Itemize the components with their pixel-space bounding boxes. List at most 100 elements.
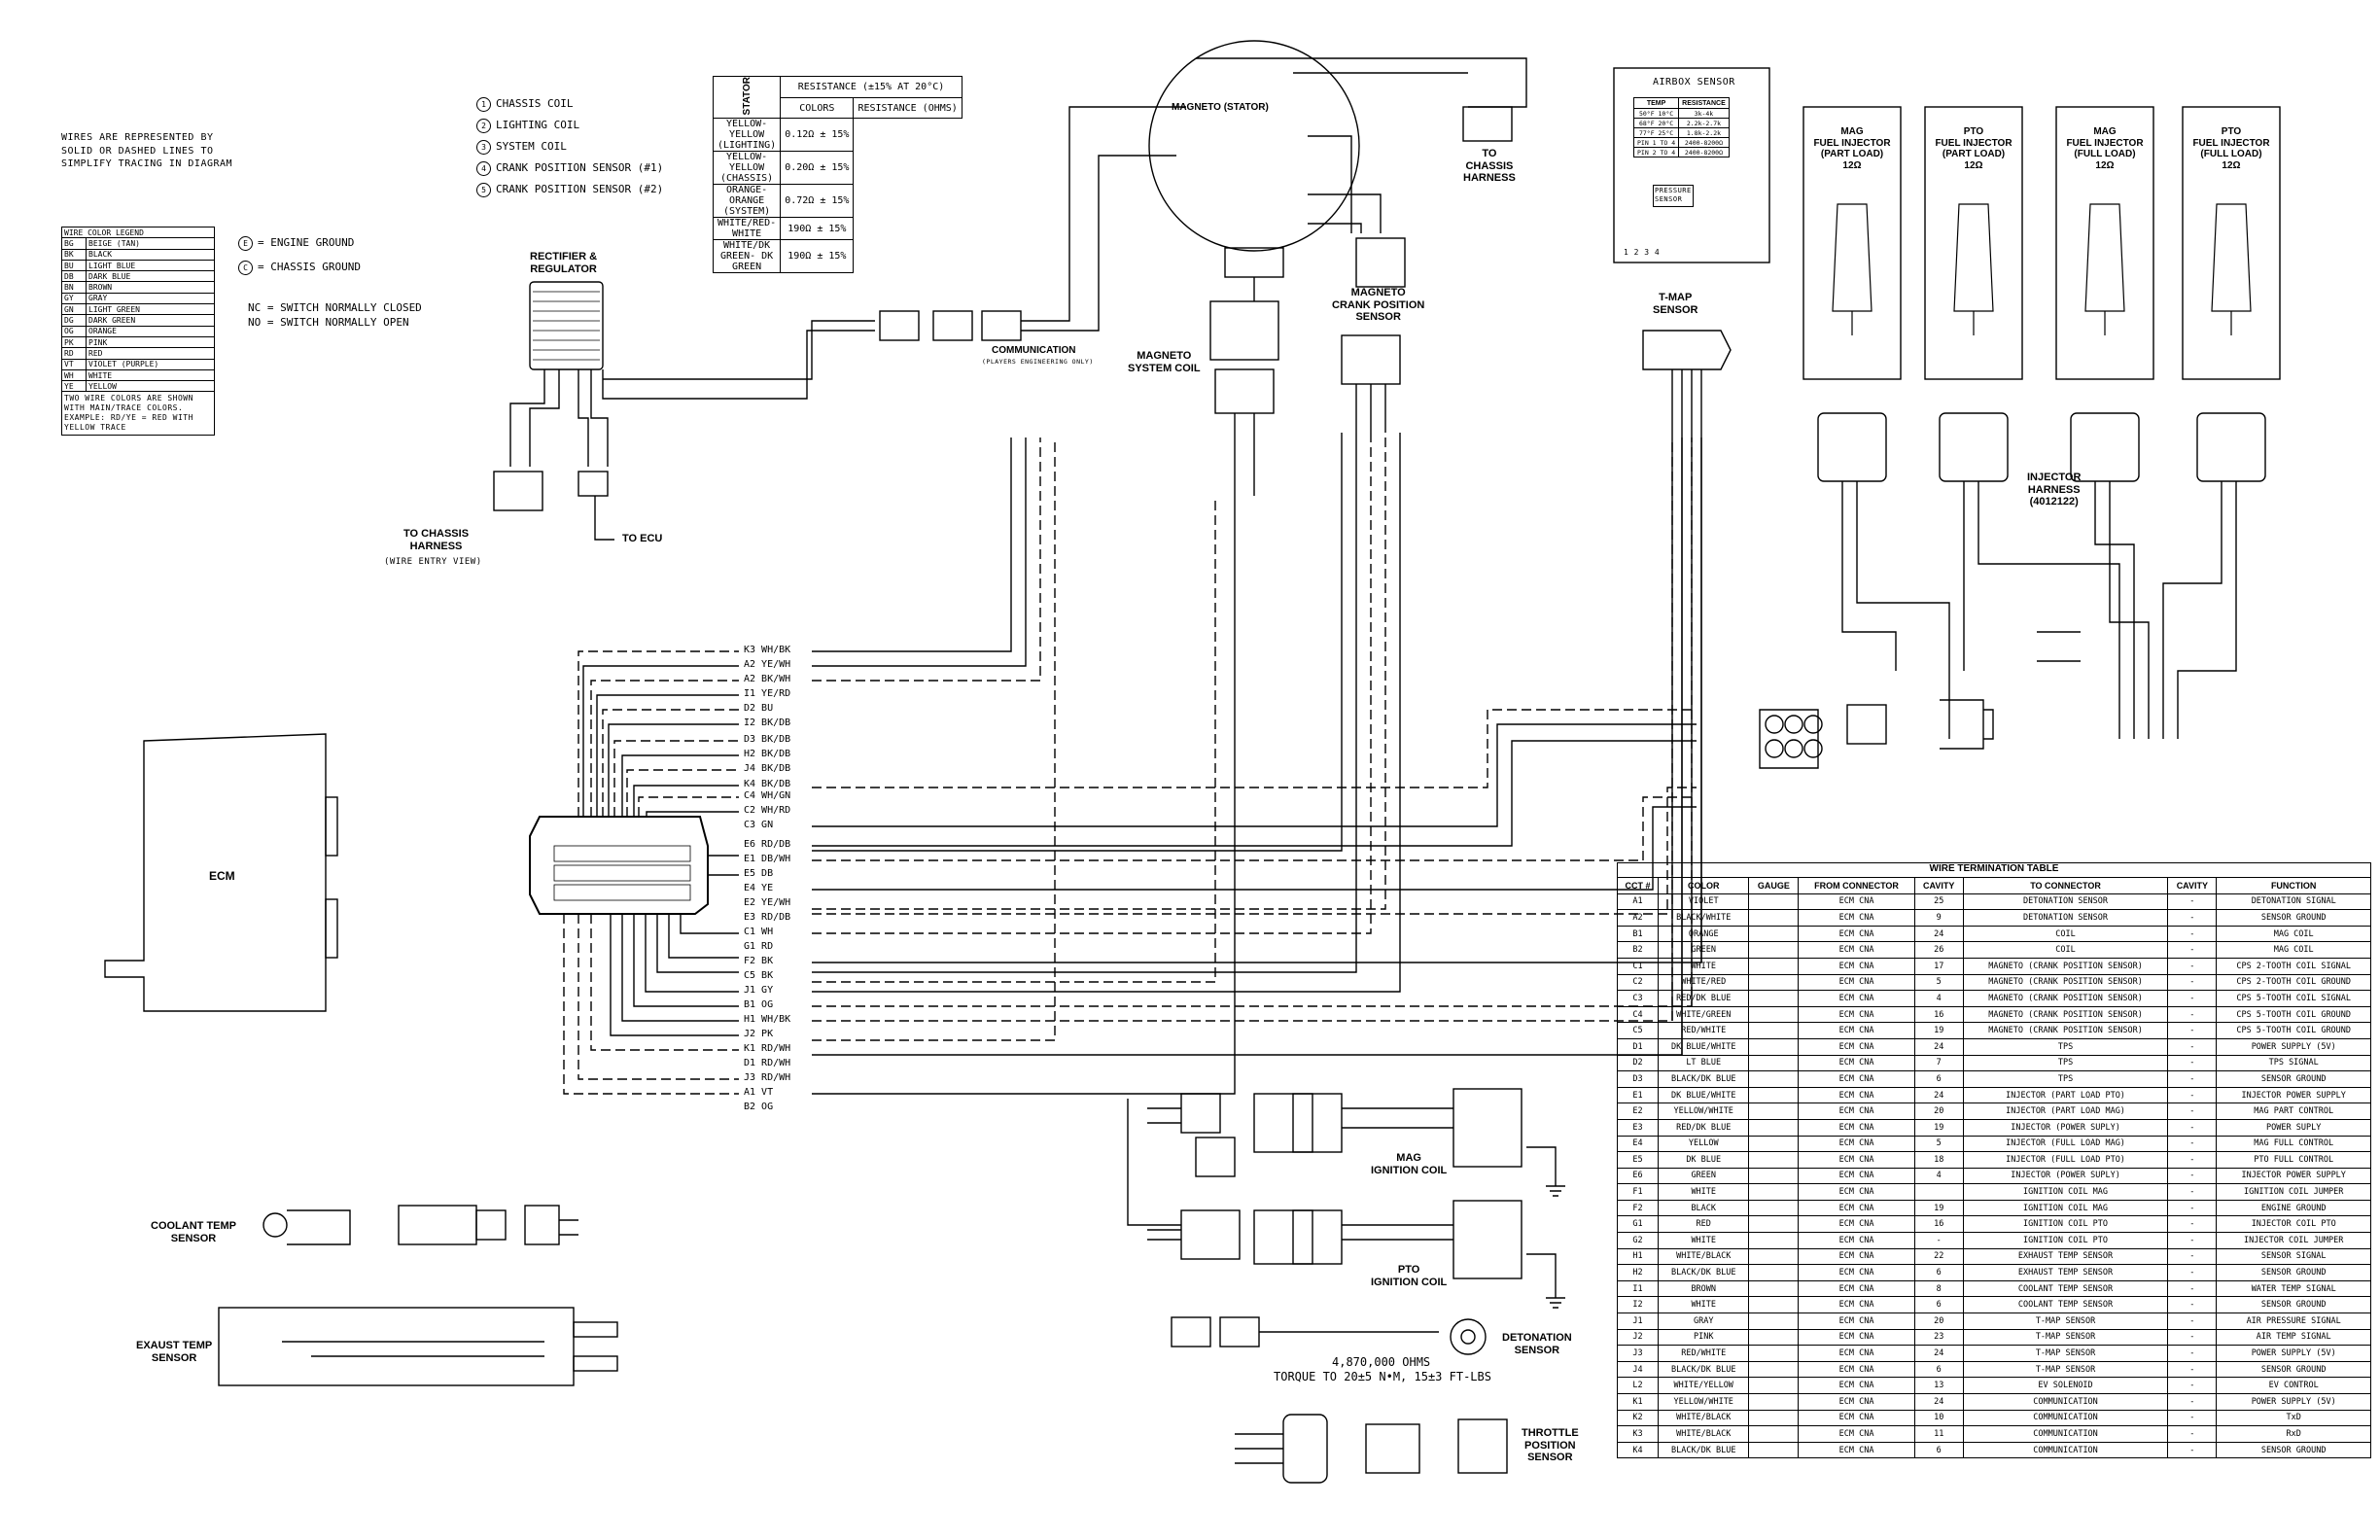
termination-cell: ECM CNA [1798, 1360, 1915, 1379]
ecm-wire-label: E1 DB/WH [744, 854, 791, 864]
termination-cell [1748, 1279, 1800, 1298]
termination-cell: ECM CNA [1798, 1167, 1915, 1185]
termination-cell: INJECTOR (FULL LOAD PTO) [1962, 1151, 2169, 1169]
termination-cell [1748, 1199, 1800, 1217]
legend-color: BEIGE (TAN) [86, 237, 215, 250]
termination-cell: I2 [1617, 1296, 1659, 1314]
to-chassis-connector [493, 471, 543, 511]
ecm-solid-wires [582, 665, 739, 1036]
termination-cell: H2 [1617, 1264, 1659, 1281]
to-ecu-label: TO ECU [622, 533, 663, 544]
termination-cell: INJECTOR (PART LOAD MAG) [1962, 1102, 2169, 1120]
termination-cell: AIR TEMP SIGNAL [2216, 1328, 2371, 1347]
termination-cell: - [2167, 973, 2218, 992]
termination-cell: - [2167, 1086, 2218, 1104]
wire-color-legend-title: WIRE COLOR LEGEND [61, 226, 215, 239]
termination-cell: 7 [1913, 1054, 1964, 1072]
termination-cell [1748, 1232, 1800, 1249]
termination-cell: WHITE/YELLOW [1657, 1377, 1750, 1394]
detonation-ohms: 4,870,000 OHMS [1332, 1355, 1431, 1369]
termination-cell [1748, 1296, 1800, 1314]
termination-cell: ECM CNA [1798, 1086, 1915, 1104]
throttle-label: THROTTLE POSITION SENSOR [1522, 1427, 1579, 1464]
ecm-wire-label: E4 YE [744, 883, 774, 893]
to-ecu-connector [578, 471, 609, 497]
termination-cell: CPS 5-TOOTH COIL GROUND [2216, 1022, 2371, 1039]
termination-cell: ECM CNA [1798, 1232, 1915, 1249]
termination-cell: ECM CNA [1798, 1425, 1915, 1443]
ecm-wire-label: F2 BK [744, 956, 774, 966]
termination-cell [1748, 1425, 1800, 1443]
termination-header: COLOR [1657, 877, 1750, 894]
termination-cell: GREEN [1657, 941, 1750, 959]
termination-cell: - [2167, 1183, 2218, 1201]
termination-cell: YELLOW/WHITE [1657, 1102, 1750, 1120]
magneto-stator [1148, 40, 1360, 252]
termination-cell: BLACK/DK BLUE [1657, 1360, 1750, 1379]
termination-cell: E2 [1617, 1102, 1659, 1120]
mag-coil-label: MAG IGNITION COIL [1371, 1152, 1448, 1176]
termination-cell: ECM CNA [1798, 957, 1915, 975]
ecm-wire-label: B1 OG [744, 999, 774, 1010]
termination-cell: MAGNETO (CRANK POSITION SENSOR) [1962, 1022, 2169, 1039]
termination-cell: - [2167, 1312, 2218, 1330]
termination-cell: 5 [1913, 1135, 1964, 1153]
termination-cell: DETONATION SENSOR [1962, 892, 2169, 911]
resistance-colors: WHITE/RED-WHITE [712, 217, 782, 241]
termination-cell: 18 [1913, 1151, 1964, 1169]
ecm-connector [529, 816, 709, 915]
termination-cell: - [2167, 1377, 2218, 1394]
ecm-wire-label: A1 VT [744, 1087, 774, 1098]
to-chassis-harness-right-label: TO CHASSIS HARNESS [1463, 148, 1516, 185]
termination-cell: D2 [1617, 1054, 1659, 1072]
coil-number-icon: 1 [476, 97, 491, 112]
termination-cell: J2 [1617, 1328, 1659, 1347]
termination-cell: E6 [1617, 1167, 1659, 1185]
termination-cell: J1 [1617, 1312, 1659, 1330]
termination-cell: SENSOR GROUND [2216, 1360, 2371, 1379]
termination-cell: ECM CNA [1798, 1005, 1915, 1024]
termination-cell: K2 [1617, 1409, 1659, 1427]
airbox-pins: 1 2 3 4 [1624, 248, 1661, 257]
termination-cell: - [2167, 1247, 2218, 1266]
termination-cell: ECM CNA [1798, 1102, 1915, 1120]
termination-cell: EXHAUST TEMP SENSOR [1962, 1264, 2169, 1281]
injector-box-4 [2182, 106, 2281, 380]
termination-cell: TPS SIGNAL [2216, 1054, 2371, 1072]
termination-cell: SENSOR GROUND [2216, 1070, 2371, 1088]
no-note: NO = SWITCH NORMALLY OPEN [248, 316, 409, 329]
legend-color: ORANGE [86, 325, 215, 337]
pto-coil-body [1452, 1200, 1522, 1279]
termination-cell: POWER SUPLY [2216, 1118, 2371, 1137]
airbox-resistance: 3k-4k [1678, 108, 1730, 119]
legend-code: GN [61, 303, 87, 316]
coil-number-icon: 3 [476, 140, 491, 155]
resistance-row: YELLOW-YELLOW (CHASSIS)0.20Ω ± 15% [712, 151, 962, 186]
termination-cell [1748, 1005, 1800, 1024]
legend-color: VIOLET (PURPLE) [86, 358, 215, 370]
coil-legend-text: CHASSIS COIL [496, 97, 574, 110]
termination-cell: IGNITION COIL PTO [1962, 1232, 2169, 1249]
magneto-system-coil-label: MAGNETO SYSTEM COIL [1128, 350, 1201, 374]
termination-cell: 19 [1913, 1118, 1964, 1137]
resistance-value: 190Ω ± 15% [780, 239, 855, 274]
ecm-wire-label: K3 WH/BK [744, 645, 791, 655]
coil-number-icon: 2 [476, 119, 491, 133]
termination-cell: ECM CNA [1798, 1279, 1915, 1298]
